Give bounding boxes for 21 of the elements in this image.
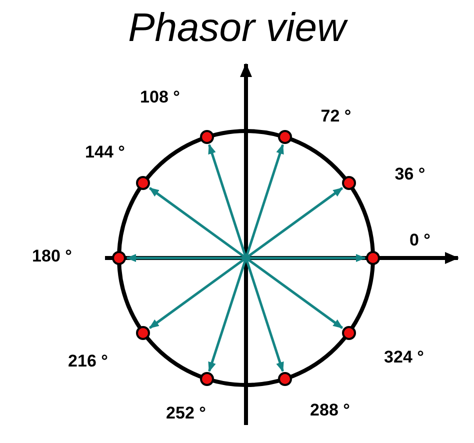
angle-label: 216 °: [68, 352, 108, 370]
phasor-arrow: [244, 144, 284, 258]
phasor-arrow: [245, 187, 344, 260]
phasor-arrow: [244, 258, 284, 372]
angle-label: 288 °: [310, 402, 350, 418]
phasor-arrow: [126, 254, 246, 262]
phasor-arrow: [208, 144, 248, 258]
angle-label: 72 °: [320, 108, 352, 124]
phasor-arrow: [245, 256, 344, 329]
phasor-arrow: [148, 187, 247, 260]
angle-label: 324 °: [384, 348, 424, 366]
phasor-arrow: [208, 258, 248, 372]
angle-label: 180 °: [32, 248, 72, 264]
phasor-arrow: [148, 256, 247, 329]
angle-label: 36 °: [394, 166, 426, 182]
phasor-arrow: [246, 254, 366, 262]
title: Phasor view: [127, 8, 349, 48]
angle-label: 108 °: [140, 88, 180, 106]
angle-label: 252 °: [166, 404, 206, 422]
angle-label: 144 °: [85, 144, 125, 160]
angle-label: 0 °: [410, 232, 430, 248]
